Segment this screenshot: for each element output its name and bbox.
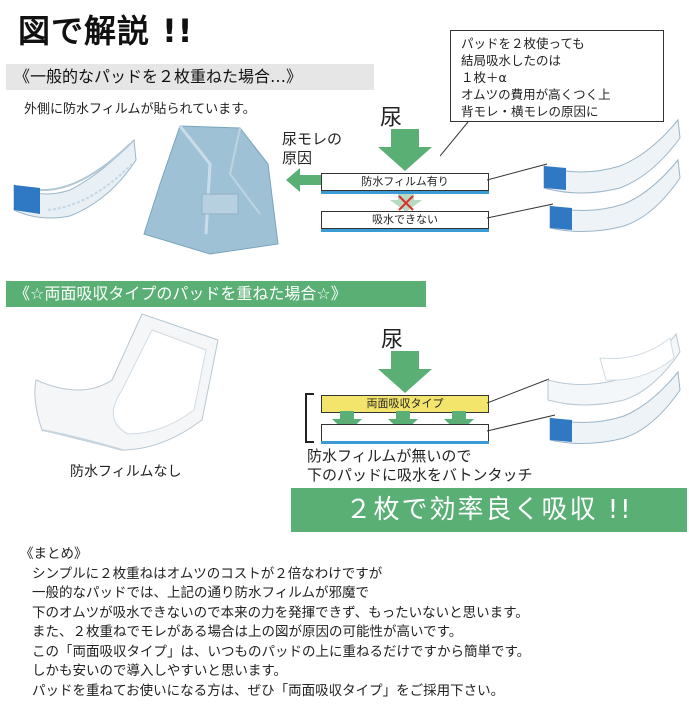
lower-pad-layer bbox=[321, 424, 489, 442]
relay-line: 下のパッドに吸水をバトンタッチ bbox=[307, 466, 533, 484]
urine-down-arrow-icon bbox=[378, 129, 432, 171]
blocked-arrow-icon bbox=[390, 194, 422, 212]
relay-explanation: 防水フィルムが無いので 下のパッドに吸水をバトンタッチ bbox=[307, 447, 532, 485]
note-pointer bbox=[440, 121, 469, 157]
connector-lines bbox=[487, 378, 556, 432]
urine-down-arrow-icon bbox=[378, 351, 432, 393]
bracket-icon bbox=[305, 393, 314, 443]
connector-lines bbox=[487, 163, 554, 219]
note-box: パッドを２枚使っても 結局吸水したのは １枚＋α オムツの費用が高くつく上 背モ… bbox=[450, 30, 664, 122]
urine-label: 尿 bbox=[381, 328, 404, 353]
summary-line: 一般的なパッドでは、上記の通り防水フィルムが邪魔で bbox=[32, 585, 369, 601]
double-sided-pad-image bbox=[34, 313, 219, 451]
section-heading-standard-pads: 《一般的なパッドを２枚重ねた場合…》 bbox=[6, 64, 374, 90]
leak-label-line: 尿モレの bbox=[282, 130, 343, 148]
waterproof-film-line bbox=[321, 229, 489, 232]
note-line: １枚＋α bbox=[461, 70, 507, 85]
summary-heading: 《まとめ》 bbox=[20, 546, 88, 562]
stacked-pads-image bbox=[547, 332, 681, 445]
summary-line: この「両面吸収タイプ」は、いつものパッドの上に重ねるだけですから簡単です。 bbox=[32, 643, 531, 660]
pass-through-arrows-icon bbox=[332, 411, 474, 433]
note-line: 結局吸水したのは bbox=[461, 53, 562, 68]
no-absorb-layer: 吸水できない bbox=[321, 211, 489, 229]
standard-pad-subtitle: 外側に防水フィルムが貼られています。 bbox=[24, 102, 256, 117]
leak-left-arrow-icon bbox=[286, 168, 326, 192]
page-title: 図で解説 !! bbox=[18, 12, 194, 50]
note-line: パッドを２枚使っても bbox=[461, 36, 585, 51]
urine-label: 尿 bbox=[380, 106, 403, 131]
summary-line: しかも安いので導入しやすいと思います。 bbox=[32, 663, 288, 679]
double-sided-layer: 両面吸収タイプ bbox=[321, 395, 489, 413]
section-heading-double-sided: 《☆両面吸収タイプのパッドを重ねた場合☆》 bbox=[6, 281, 426, 307]
efficiency-banner: ２枚で効率良く吸収 !! bbox=[291, 488, 687, 532]
leak-label-line: 原因 bbox=[282, 149, 313, 167]
stacked-pads-image bbox=[543, 118, 681, 233]
summary-line: パッドを重ねてお使いになる方は、ぜひ「両面吸収タイプ」をご採用下さい。 bbox=[32, 682, 505, 699]
film-pad-image bbox=[143, 125, 279, 255]
summary-line: シンプルに２枚重ねはオムツのコストが２倍なわけですが bbox=[32, 565, 383, 582]
note-line: オムツの費用が高くつく上 bbox=[461, 87, 611, 102]
no-film-caption: 防水フィルムなし bbox=[70, 464, 182, 480]
leak-cause-label: 尿モレの 原因 bbox=[282, 130, 342, 168]
film-layer: 防水フィルム有り bbox=[321, 173, 489, 191]
summary-line: 下のオムツが吸水できないので本来の力を発揮できず、もったいないと思います。 bbox=[32, 604, 529, 621]
waterproof-film-line bbox=[321, 441, 489, 444]
summary-line: また、２枚重ねでモレがある場合は上の図が原因の可能性が高いです。 bbox=[32, 624, 463, 640]
relay-line: 防水フィルムが無いので bbox=[307, 447, 472, 465]
summary: 《まとめ》 シンプルに２枚重ねはオムツのコストが２倍なわけですが 一般的なパッド… bbox=[20, 545, 531, 701]
note-line: 背モレ・横モレの原因に bbox=[461, 104, 599, 119]
standard-pad-side-image bbox=[13, 138, 137, 219]
waterproof-film-line bbox=[321, 191, 489, 194]
